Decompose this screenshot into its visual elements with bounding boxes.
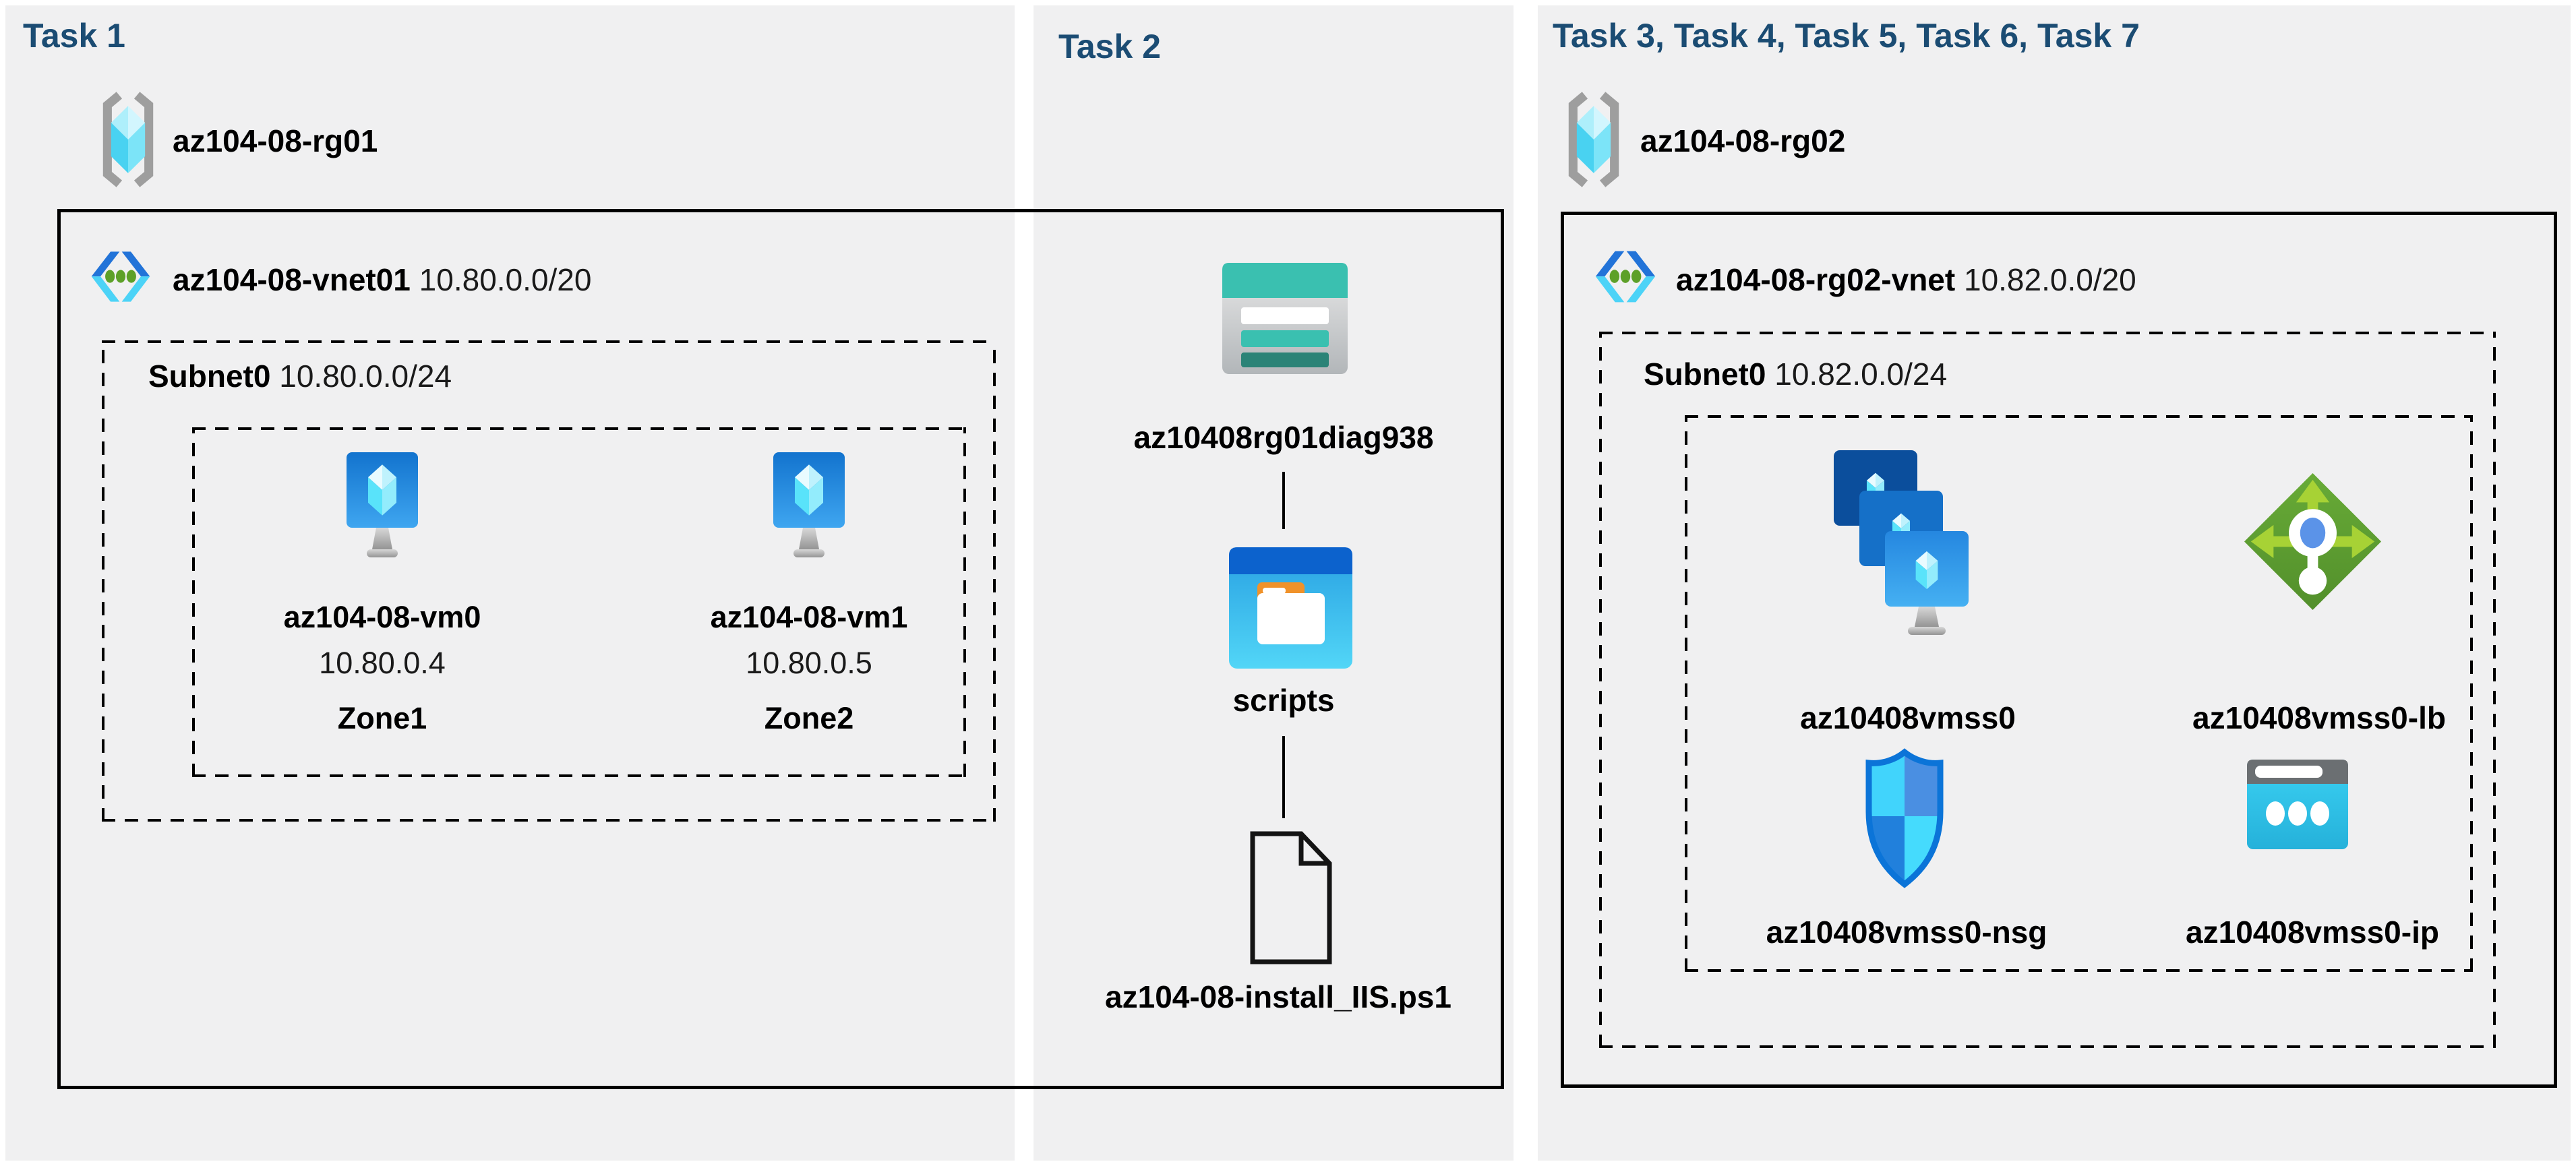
rg2-label: az104-08-rg02 xyxy=(1640,123,1846,158)
connector-line xyxy=(1282,472,1285,529)
load-balancer-icon xyxy=(2243,472,2383,611)
script-file-label: az104-08-install_IIS.ps1 xyxy=(1105,979,1451,1014)
subnet1-label: Subnet0 10.80.0.0/24 xyxy=(148,358,452,394)
subnet2-name: Subnet0 xyxy=(1644,357,1766,392)
vnet1-cidr: 10.80.0.0/20 xyxy=(419,262,592,297)
public-ip-icon xyxy=(2247,760,2348,849)
vnet1-name: az104-08-vnet01 xyxy=(173,262,411,297)
subnet2-label: Subnet0 10.82.0.0/24 xyxy=(1644,356,1947,392)
task3-header: Task 3, Task 4, Task 5, Task 6, Task 7 xyxy=(1553,17,2140,55)
nsg-label: az10408vmss0-nsg xyxy=(1766,915,2047,950)
vnet2-cidr: 10.82.0.0/20 xyxy=(1963,262,2136,297)
public-ip-label: az10408vmss0-ip xyxy=(2186,915,2439,950)
storage-account-label: az10408rg01diag938 xyxy=(1133,420,1434,455)
vm1-ip: 10.80.0.5 xyxy=(746,646,872,680)
vnet2-name: az104-08-rg02-vnet xyxy=(1676,262,1956,297)
virtual-machine-icon xyxy=(764,450,854,568)
storage-account-icon xyxy=(1222,263,1348,374)
virtual-network-icon xyxy=(87,241,154,312)
vmss-label: az10408vmss0 xyxy=(1800,700,2016,735)
network-security-group-icon xyxy=(1861,747,1948,890)
folder-label: scripts xyxy=(1232,683,1335,718)
subnet1-name: Subnet0 xyxy=(148,359,271,394)
resource-group-icon xyxy=(1564,90,1623,189)
load-balancer-label: az10408vmss0-lb xyxy=(2192,700,2446,735)
subnet1-cidr: 10.80.0.0/24 xyxy=(279,359,452,394)
vm1-name: az104-08-vm1 xyxy=(710,600,908,634)
rg1-label: az104-08-rg01 xyxy=(173,123,378,158)
vnet1-boundary-box xyxy=(57,209,1504,1089)
vnet1-label: az104-08-vnet01 10.80.0.0/20 xyxy=(173,262,591,298)
subnet2-cidr: 10.82.0.0/24 xyxy=(1774,357,1948,392)
vm0-zone: Zone1 xyxy=(337,701,427,735)
resource-group-icon xyxy=(98,90,158,189)
vm1-zone: Zone2 xyxy=(764,701,854,735)
blob-container-icon xyxy=(1229,547,1352,669)
virtual-machine-icon xyxy=(337,450,427,568)
vnet2-label: az104-08-rg02-vnet 10.82.0.0/20 xyxy=(1676,262,2136,298)
vm0-name: az104-08-vm0 xyxy=(283,600,481,634)
virtual-network-icon xyxy=(1591,241,1660,312)
task2-header: Task 2 xyxy=(1058,28,1161,65)
task1-header: Task 1 xyxy=(23,17,125,55)
vm-scale-set-icon xyxy=(1832,439,1981,643)
connector-line xyxy=(1282,736,1285,818)
vnet2-boundary-box xyxy=(1561,212,2557,1088)
vm0-ip: 10.80.0.4 xyxy=(319,646,446,680)
script-file-icon xyxy=(1247,830,1335,966)
